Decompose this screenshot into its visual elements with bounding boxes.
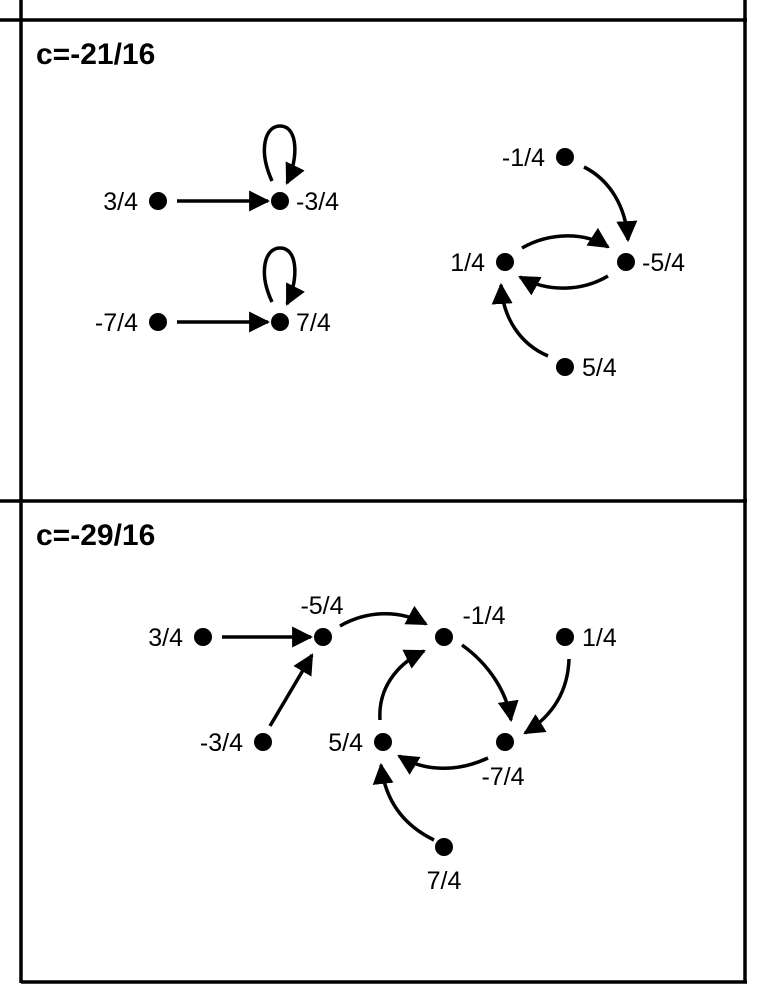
node-label: -3/4 [200, 729, 243, 757]
node-label: 7/4 [296, 309, 331, 337]
edge-1-4-to-neg-5-4 [521, 227, 610, 250]
node-dot [314, 628, 332, 646]
node-label: -5/4 [642, 249, 685, 277]
node-label: 3/4 [148, 624, 183, 652]
node-dot [617, 253, 635, 271]
node-label: 1/4 [450, 249, 485, 277]
node-label: -3/4 [296, 188, 339, 216]
edge-neg-5-4-to-1-4 [518, 274, 609, 296]
nodes [149, 148, 635, 376]
node-dot [194, 628, 212, 646]
node-dot [271, 313, 289, 331]
node-label: 5/4 [328, 729, 363, 757]
edge-neg-7-4-to-5-4 [397, 754, 489, 775]
panel-frames [0, 0, 747, 984]
edge-7-4-self-loop [262, 246, 305, 306]
edges [222, 605, 571, 842]
node-dot [271, 192, 289, 210]
node-dot [556, 148, 574, 166]
edge-5-4-to-1-4 [491, 282, 549, 358]
node-label: 3/4 [103, 188, 138, 216]
node-dot [254, 733, 272, 751]
edge-1-4-to-neg-7-4 [523, 658, 571, 735]
edge-neg-5-4-to-neg-1-4 [339, 605, 428, 628]
node-label: 5/4 [582, 354, 617, 382]
node-label: -5/4 [300, 592, 343, 620]
panel-c-29-16: c=-29/16 3/4 -5/4 -1/4 1/4 -3/ [36, 519, 617, 895]
node-dot [496, 733, 514, 751]
node-label: -1/4 [502, 144, 545, 172]
node-label: -1/4 [462, 602, 505, 630]
node-label: -7/4 [481, 763, 524, 791]
node-dot [149, 192, 167, 210]
nodes [194, 628, 574, 856]
panel-c-21-16: c=-21/16 3/4 -3/4 -7/4 7/4 -1/ [36, 38, 685, 382]
node-dot [556, 358, 574, 376]
node-dot [149, 313, 167, 331]
edge-5-4-to-neg-1-4 [378, 649, 426, 721]
node-label: 7/4 [427, 867, 462, 895]
node-labels: 3/4 -3/4 -7/4 7/4 -1/4 1/4 -5/4 5/4 [95, 144, 685, 382]
edge-neg-1-4-to-neg-5-4 [583, 165, 638, 243]
edge-neg-3-4-to-neg-5-4 [268, 653, 314, 727]
panel-title: c=-21/16 [36, 38, 155, 71]
node-dot [435, 628, 453, 646]
node-labels: 3/4 -5/4 -1/4 1/4 -3/4 5/4 -7/4 7/4 [148, 592, 617, 895]
panel-title: c=-29/16 [36, 519, 155, 552]
edge-7-4-to-5-4 [372, 762, 435, 842]
edge-neg-1-4-to-neg-7-4 [460, 643, 519, 723]
edges [177, 124, 638, 358]
node-dot [374, 733, 392, 751]
node-label: 1/4 [582, 624, 617, 652]
node-dot [496, 253, 514, 271]
node-label: -7/4 [95, 309, 138, 337]
node-dot [435, 838, 453, 856]
node-dot [556, 628, 574, 646]
edge-neg-3-4-self-loop [262, 124, 305, 185]
